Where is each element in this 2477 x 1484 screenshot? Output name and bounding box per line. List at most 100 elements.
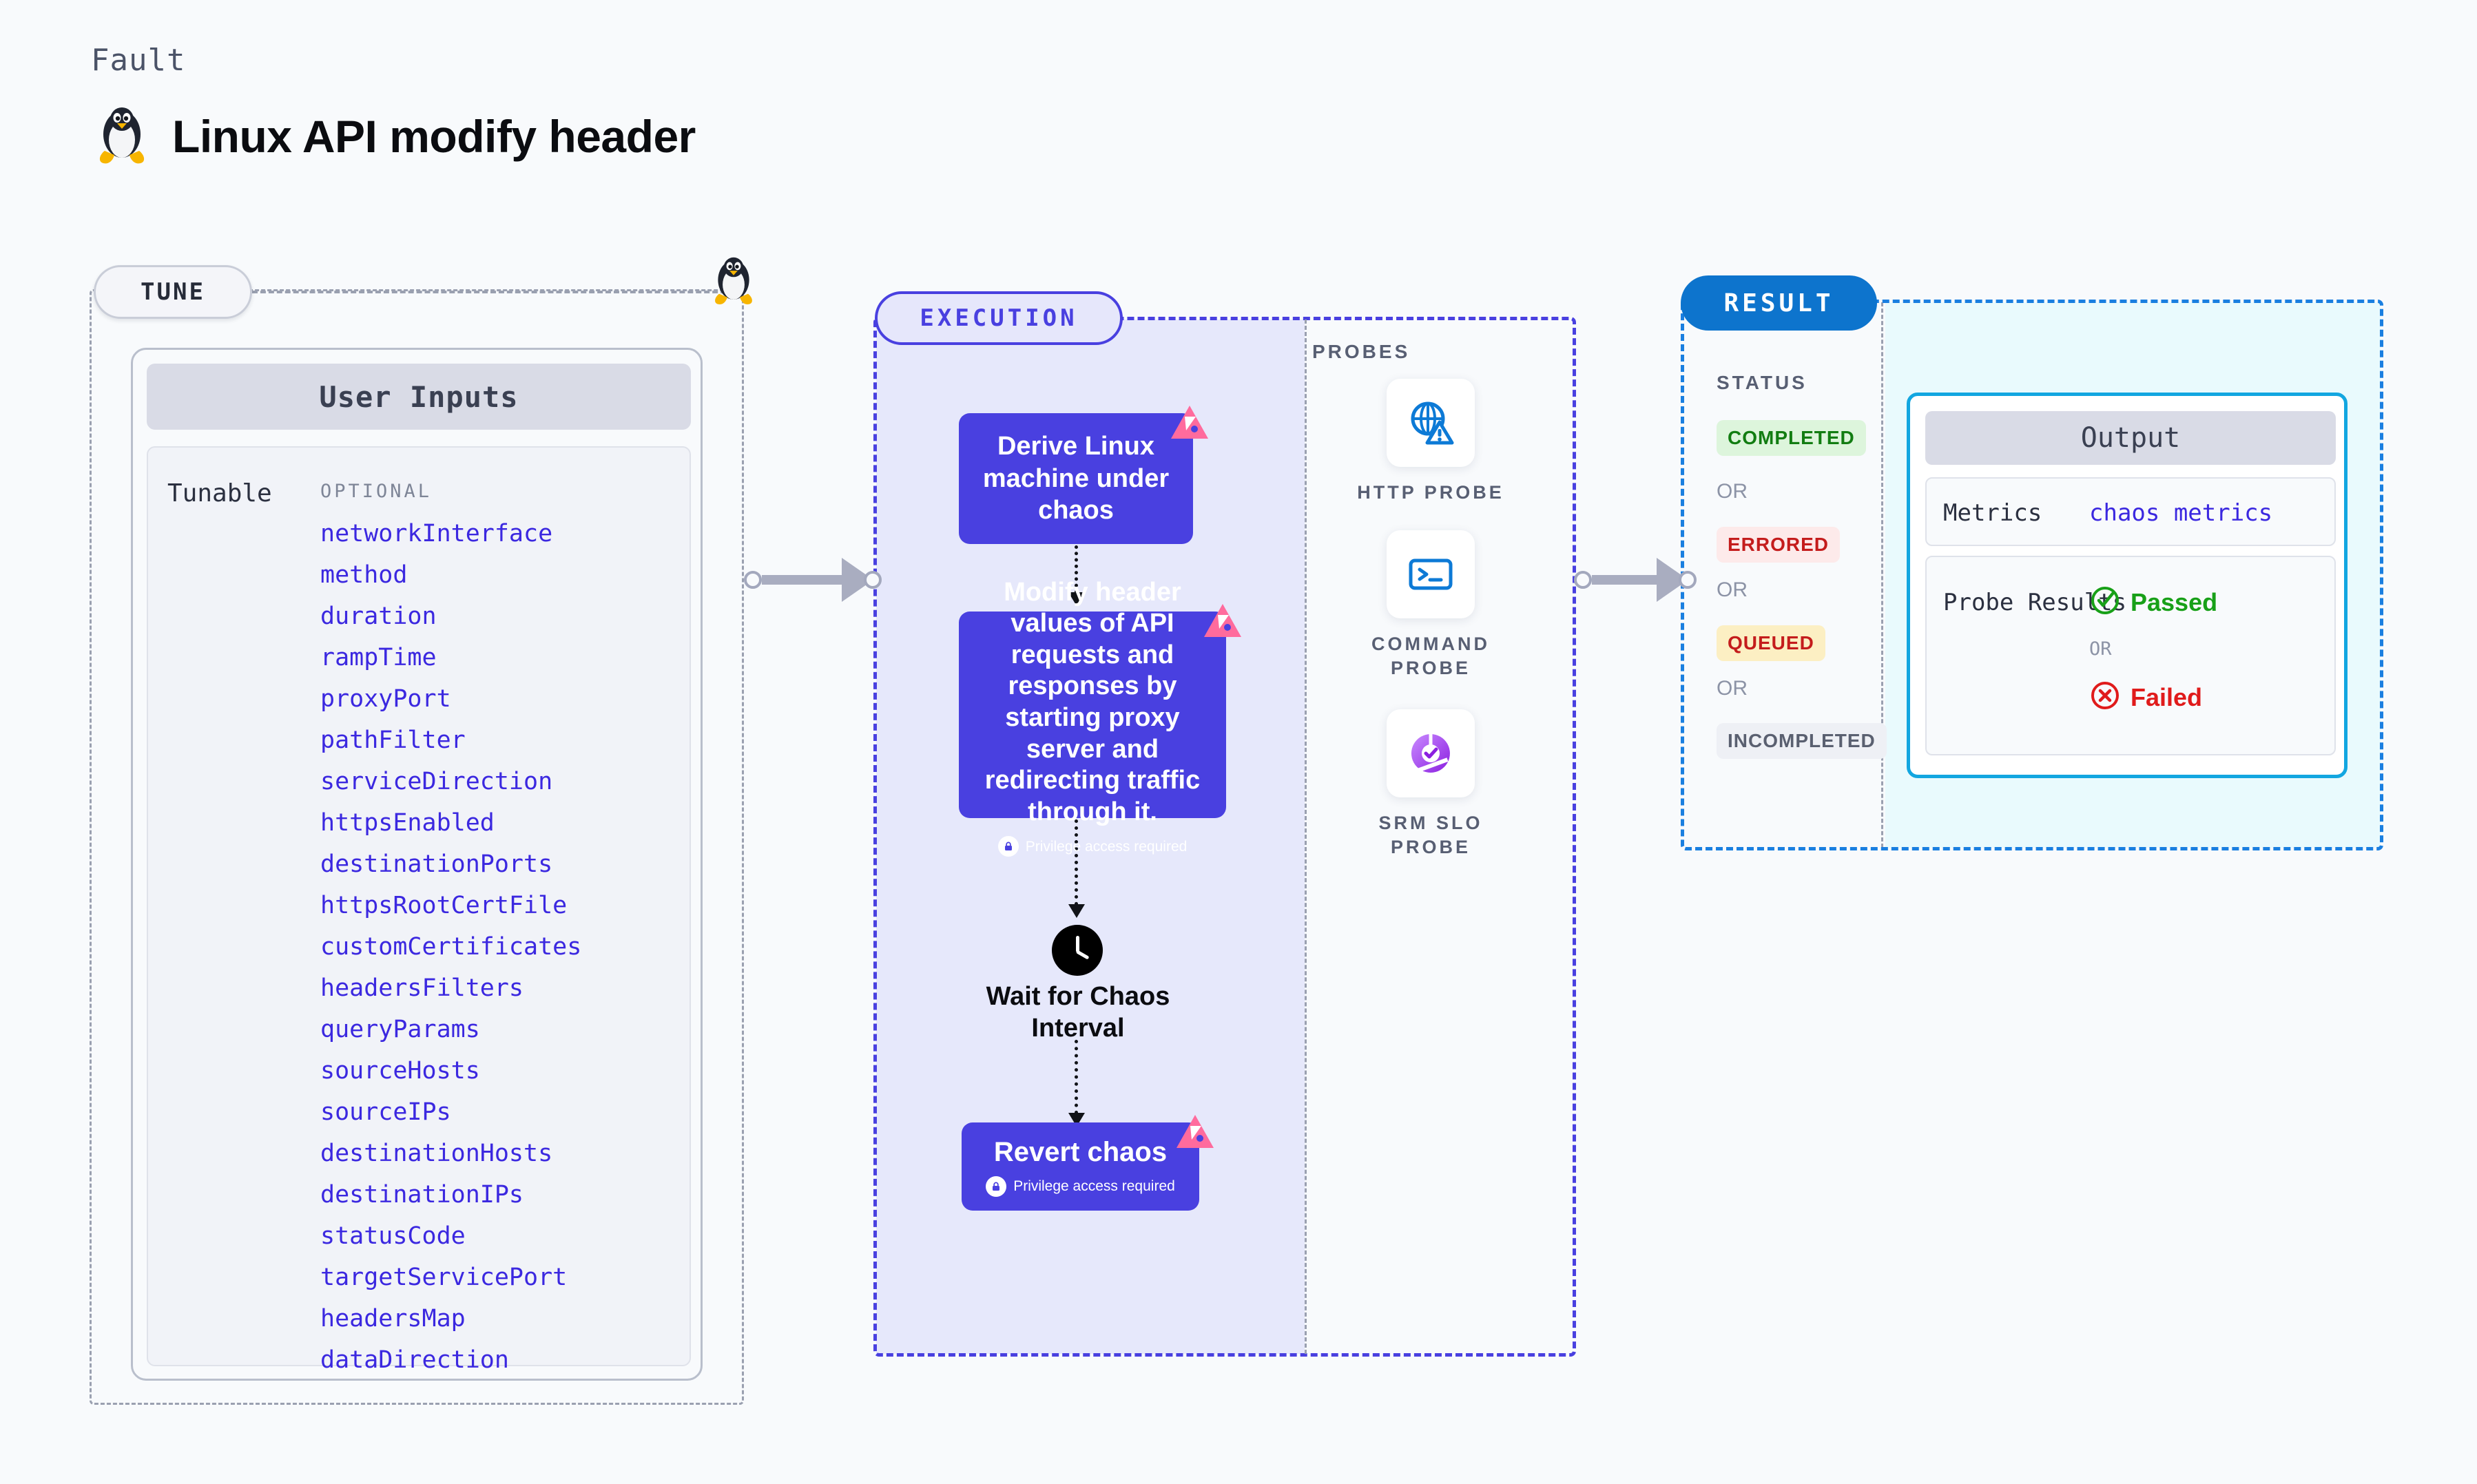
- connector-execution-to-result: [1574, 558, 1697, 602]
- tunable-list: networkInterface method duration rampTim…: [320, 522, 678, 1390]
- execution-step-revert-chaos[interactable]: Revert chaos Privilege access required: [962, 1122, 1199, 1211]
- status-badge-incompleted: INCOMPLETED: [1717, 723, 1887, 759]
- tunable-panel: Tunable OPTIONAL networkInterface method…: [147, 446, 691, 1372]
- list-item[interactable]: destinationIPs: [320, 1181, 524, 1209]
- connector-bar: [1592, 575, 1658, 585]
- step-label: Revert chaos: [993, 1136, 1168, 1167]
- list-item[interactable]: statusCode: [320, 1222, 466, 1250]
- slo-donut-check-icon: [1387, 709, 1475, 797]
- status-or-separator: OR: [1717, 578, 1748, 601]
- connector-dot: [864, 571, 882, 589]
- chaos-hub-badge-icon: [1170, 404, 1210, 446]
- flow-arrow-head-icon: [1068, 592, 1085, 606]
- tunable-group-label: Tunable: [167, 479, 272, 508]
- output-title: Output: [1925, 411, 2336, 465]
- probe-command[interactable]: COMMAND PROBE: [1351, 530, 1510, 680]
- probe-label: COMMAND PROBE: [1371, 634, 1490, 679]
- status-or-separator: OR: [1717, 480, 1748, 503]
- step-label: Modify header values of API requests and…: [984, 577, 1201, 826]
- probe-label: SRM SLO PROBE: [1378, 813, 1483, 858]
- lock-icon: [986, 1175, 1007, 1197]
- result-badge: RESULT: [1681, 275, 1877, 331]
- tune-badge: TUNE: [94, 265, 252, 319]
- list-item[interactable]: serviceDirection: [320, 768, 553, 795]
- probes-label: PROBES: [1312, 341, 1411, 362]
- list-item[interactable]: proxyPort: [320, 685, 451, 713]
- connector-tune-to-execution: [744, 558, 882, 602]
- metrics-key: Metrics: [1943, 499, 2042, 527]
- user-inputs-title: User Inputs: [147, 364, 691, 430]
- execution-step-derive-machine[interactable]: Derive Linux machine under chaos: [959, 413, 1193, 544]
- status-badge-queued: QUEUED: [1717, 625, 1825, 661]
- optional-label: OPTIONAL: [320, 481, 433, 502]
- execution-region: [873, 317, 1576, 1357]
- list-item[interactable]: headersFilters: [320, 974, 524, 1002]
- probes-divider: [1305, 320, 1307, 1354]
- clock-icon: [1052, 925, 1103, 976]
- connector-dot: [744, 571, 762, 589]
- lock-icon: [997, 836, 1019, 857]
- flow-arrow-line: [1075, 1040, 1078, 1114]
- output-card: Output Metrics chaos metrics Probe Resul…: [1907, 393, 2348, 778]
- passed-label: Passed: [2131, 587, 2218, 616]
- terminal-icon: [1387, 530, 1475, 618]
- probe-label: HTTP PROBE: [1357, 482, 1504, 503]
- privilege-text: Privilege access required: [1025, 838, 1188, 855]
- list-item[interactable]: sourceHosts: [320, 1057, 480, 1085]
- list-item[interactable]: method: [320, 561, 408, 589]
- page-kicker: Fault: [91, 43, 186, 78]
- page-title-row: Linux API modify header: [96, 107, 696, 166]
- connector-dot: [1574, 571, 1592, 589]
- output-row-metrics: Metrics chaos metrics: [1925, 477, 2336, 546]
- probe-result-failed: Failed: [2089, 680, 2202, 715]
- privilege-note: Privilege access required: [997, 836, 1188, 857]
- privilege-text: Privilege access required: [1013, 1178, 1175, 1194]
- step-label: Derive Linux machine under chaos: [982, 432, 1170, 525]
- privilege-note: Privilege access required: [986, 1175, 1175, 1197]
- flow-arrow-line: [1075, 545, 1078, 594]
- list-item[interactable]: httpsEnabled: [320, 809, 495, 837]
- tune-region: [90, 289, 744, 1405]
- probe-srm-slo[interactable]: SRM SLO PROBE: [1351, 709, 1510, 859]
- list-item[interactable]: sourceIPs: [320, 1098, 451, 1126]
- list-item[interactable]: queryParams: [320, 1016, 480, 1043]
- close-circle-icon: [2089, 680, 2121, 715]
- flow-arrow-line: [1075, 819, 1078, 906]
- chaos-hub-badge-icon: [1203, 603, 1243, 645]
- connector-bar: [762, 575, 843, 585]
- wait-step-label: Wait for Chaos Interval: [986, 982, 1170, 1043]
- list-item[interactable]: networkInterface: [320, 520, 553, 547]
- linux-penguin-marker-icon: [712, 256, 755, 311]
- list-item[interactable]: rampTime: [320, 644, 437, 671]
- user-inputs-card: User Inputs Tunable OPTIONAL networkInte…: [131, 348, 703, 1381]
- globe-warning-icon: [1387, 379, 1475, 467]
- execution-badge: EXECUTION: [875, 291, 1123, 345]
- list-item[interactable]: headersMap: [320, 1305, 466, 1333]
- linux-penguin-icon: [96, 107, 147, 166]
- output-row-probe-results: Probe Results Passed OR: [1925, 556, 2336, 755]
- list-item[interactable]: customCertificates: [320, 933, 582, 961]
- probe-http[interactable]: HTTP PROBE: [1351, 379, 1510, 505]
- list-item[interactable]: targetServicePort: [320, 1264, 568, 1291]
- connector-dot: [1679, 571, 1697, 589]
- check-circle-icon: [2089, 585, 2121, 620]
- failed-label: Failed: [2131, 682, 2203, 711]
- probe-result-or: OR: [2089, 638, 2112, 660]
- list-item[interactable]: duration: [320, 603, 437, 630]
- flow-arrow-head-icon: [1068, 904, 1085, 918]
- list-item[interactable]: pathFilter: [320, 727, 466, 754]
- probe-or-separator: OR: [2089, 638, 2112, 660]
- list-item[interactable]: destinationHosts: [320, 1140, 553, 1167]
- status-badge-errored: ERRORED: [1717, 527, 1841, 563]
- status-or-separator: OR: [1717, 677, 1748, 700]
- status-badge-completed: COMPLETED: [1717, 420, 1866, 456]
- execution-step-modify-header[interactable]: Modify header values of API requests and…: [959, 578, 1226, 857]
- list-item[interactable]: destinationPorts: [320, 850, 553, 878]
- list-item[interactable]: httpsRootCertFile: [320, 892, 568, 919]
- chaos-hub-badge-icon: [1175, 1114, 1215, 1156]
- tune-connector-line: [252, 291, 734, 293]
- metrics-value-link[interactable]: chaos metrics: [2089, 499, 2273, 527]
- page-title: Linux API modify header: [172, 111, 696, 162]
- list-item[interactable]: dataDirection: [320, 1346, 509, 1374]
